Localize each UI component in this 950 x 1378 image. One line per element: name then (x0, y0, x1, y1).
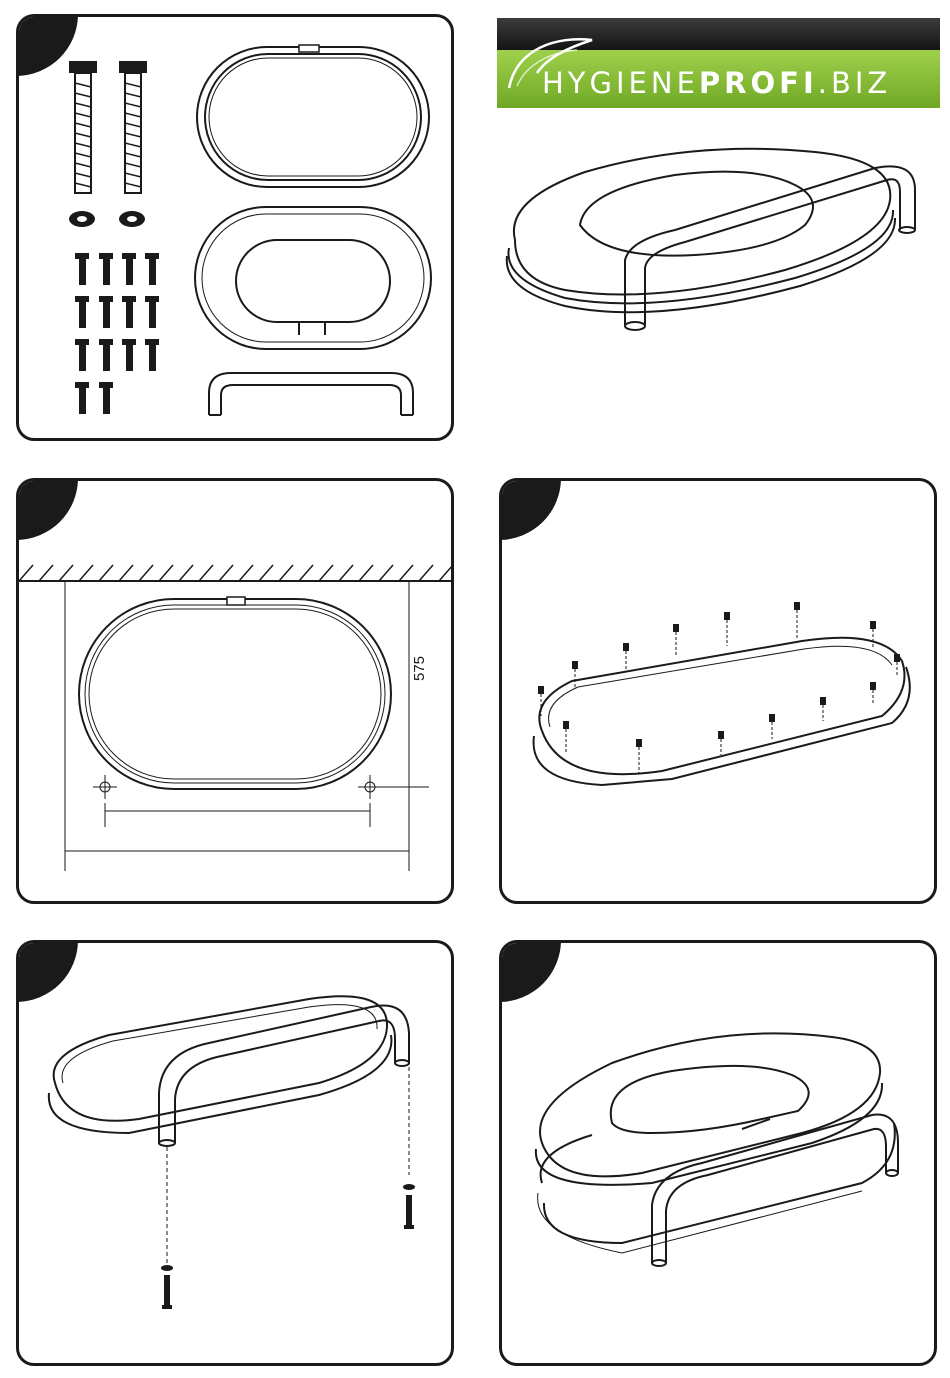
mounting-ring (197, 45, 429, 187)
wall-template-diagram (19, 481, 454, 904)
assembled-product (495, 130, 945, 350)
logo-wordmark: HYGIENEPROFI.BIZ (542, 66, 891, 100)
dimension-label: 575 (411, 656, 428, 681)
seat-placement-diagram (502, 943, 937, 1366)
bolt-with-washer (403, 1184, 415, 1229)
panel-seat-placement (499, 940, 937, 1366)
panel-handle-bolts (16, 940, 454, 1366)
bolt-long (69, 61, 97, 193)
bolt-with-washer (161, 1265, 173, 1309)
panel-wall-template: 575 (16, 478, 454, 904)
parts-diagram (19, 17, 454, 441)
template-ring (79, 597, 391, 789)
bolt-long (119, 61, 147, 193)
handle-bolt-diagram (19, 943, 454, 1366)
screw-set (75, 253, 159, 414)
brand-logo: HYGIENEPROFI.BIZ (497, 18, 940, 108)
panel-ring-screws (499, 478, 937, 904)
handle-bar (209, 373, 413, 415)
seat-ring (195, 207, 431, 349)
panel-parts (16, 14, 454, 441)
ring-screw-diagram (502, 481, 937, 904)
